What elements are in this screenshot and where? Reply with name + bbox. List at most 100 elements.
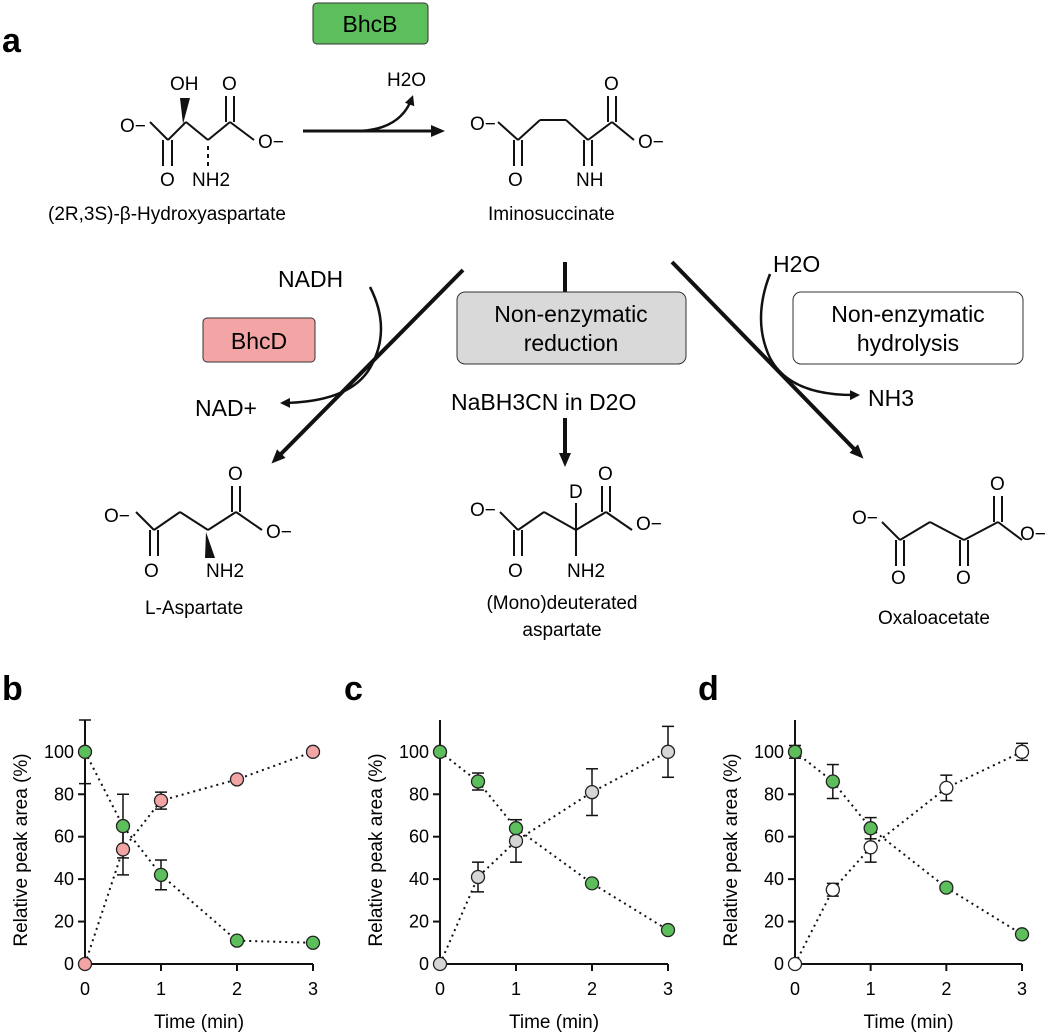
data-point <box>825 774 840 789</box>
data-point <box>1014 927 1030 942</box>
reagent-h2o-right: H2O <box>773 251 820 277</box>
data-point <box>77 744 93 759</box>
data-point <box>584 784 600 800</box>
data-point <box>115 818 131 834</box>
bhcd-enzyme-box: BhcD <box>202 317 316 363</box>
data-point <box>508 821 524 836</box>
series-line <box>84 750 314 965</box>
x-tick-label: 2 <box>232 979 242 999</box>
y-tick-label: 80 <box>409 784 429 804</box>
data-point <box>470 774 486 789</box>
atom-o: O <box>598 464 613 485</box>
iminosuccinate-structure <box>497 96 635 166</box>
data-point <box>939 780 954 796</box>
y-tick-label: 60 <box>764 827 784 847</box>
atom-o-minus: O− <box>636 514 662 535</box>
atom-o-minus: O− <box>104 506 130 527</box>
x-axis-label: Time (min) <box>509 1012 599 1033</box>
atom-o: O <box>956 568 971 589</box>
x-tick-label: 0 <box>435 979 445 999</box>
y-tick-label: 0 <box>774 954 784 974</box>
data-point <box>470 869 486 885</box>
oxaloacetate-structure <box>881 496 1023 566</box>
x-tick-label: 3 <box>1017 979 1027 999</box>
molecule-deuterated-label-1: (Mono)deuterated <box>486 593 637 614</box>
y-tick-label: 60 <box>54 827 74 847</box>
x-tick-label: 1 <box>866 979 876 999</box>
atom-o-minus: O− <box>266 522 292 543</box>
series-line <box>794 750 1023 965</box>
nadh-cofactor-arrow <box>280 286 383 408</box>
y-tick-label: 20 <box>409 912 429 932</box>
atom-o: O <box>891 568 906 589</box>
atom-o: O <box>508 170 523 191</box>
y-tick-label: 0 <box>64 954 74 974</box>
data-point <box>115 842 131 857</box>
reaction-arrow-bhcd <box>271 268 465 464</box>
wedge-bond <box>180 98 190 124</box>
atom-o-minus: O− <box>470 114 496 135</box>
data-point <box>584 876 600 891</box>
x-axis-label: Time (min) <box>154 1012 244 1033</box>
y-axis-label: Relative peak area (%) <box>366 753 387 946</box>
atom-o: O <box>508 561 523 582</box>
y-tick-label: 100 <box>754 742 784 762</box>
hydrolysis-box-line-2: hydrolysis <box>857 330 959 356</box>
atom-o-minus: O− <box>120 116 146 137</box>
data-point <box>432 956 448 972</box>
data-point <box>229 933 245 948</box>
x-axis-label: Time (min) <box>863 1012 953 1033</box>
deuterated-aspartate-structure <box>499 486 633 556</box>
data-point <box>660 744 676 759</box>
reagent-nh3: NH3 <box>868 385 914 411</box>
y-tick-label: 80 <box>54 784 74 804</box>
data-point <box>229 772 245 787</box>
x-tick-label: 1 <box>511 979 521 999</box>
y-tick-label: 40 <box>54 869 74 889</box>
data-point <box>939 880 954 895</box>
atom-o-minus: O− <box>852 508 878 529</box>
reduction-box: Non-enzymatic reduction <box>456 291 687 365</box>
x-tick-label: 2 <box>587 979 597 999</box>
x-tick-label: 0 <box>790 979 800 999</box>
bhcd-label: BhcD <box>231 328 287 354</box>
l-aspartate-structure <box>135 486 263 556</box>
data-point <box>153 793 169 808</box>
bhcb-enzyme-box: BhcB <box>312 2 429 45</box>
panel-label-a: a <box>2 22 22 60</box>
data-point <box>508 833 524 849</box>
molecule-l-aspartate-label: L-Aspartate <box>145 598 243 619</box>
y-tick-label: 40 <box>764 869 784 889</box>
panel-label-c: c <box>344 670 363 708</box>
y-tick-label: 40 <box>409 869 429 889</box>
molecule-oxaloacetate-label: Oxaloacetate <box>878 608 990 629</box>
x-tick-label: 2 <box>941 979 951 999</box>
molecule-hydroxyaspartate-label: (2R,3S)-β-Hydroxyaspartate <box>48 204 286 225</box>
reagent-nad-plus: NAD+ <box>195 395 257 421</box>
data-point <box>305 744 321 759</box>
y-tick-label: 80 <box>764 784 784 804</box>
y-tick-label: 100 <box>399 742 429 762</box>
bhcb-label: BhcB <box>343 11 398 37</box>
x-tick-label: 1 <box>156 979 166 999</box>
data-point <box>305 935 321 950</box>
water-release-arrow <box>354 95 415 133</box>
atom-o-minus: O− <box>638 132 664 153</box>
reagent-nabh3cn: NaBH3CN in D2O <box>451 389 636 415</box>
atom-o: O <box>222 74 237 95</box>
atom-o: O <box>604 74 619 95</box>
hydrolysis-box: Non-enzymatic hydrolysis <box>792 291 1024 365</box>
atom-o: O <box>228 464 243 485</box>
atom-d: D <box>569 482 583 503</box>
x-tick-label: 3 <box>663 979 673 999</box>
reduction-box-line-1: Non-enzymatic <box>494 301 647 327</box>
atom-nh2: NH2 <box>192 170 230 191</box>
data-point <box>432 744 448 759</box>
y-tick-label: 60 <box>409 827 429 847</box>
atom-o: O <box>144 561 159 582</box>
data-point <box>660 922 676 938</box>
